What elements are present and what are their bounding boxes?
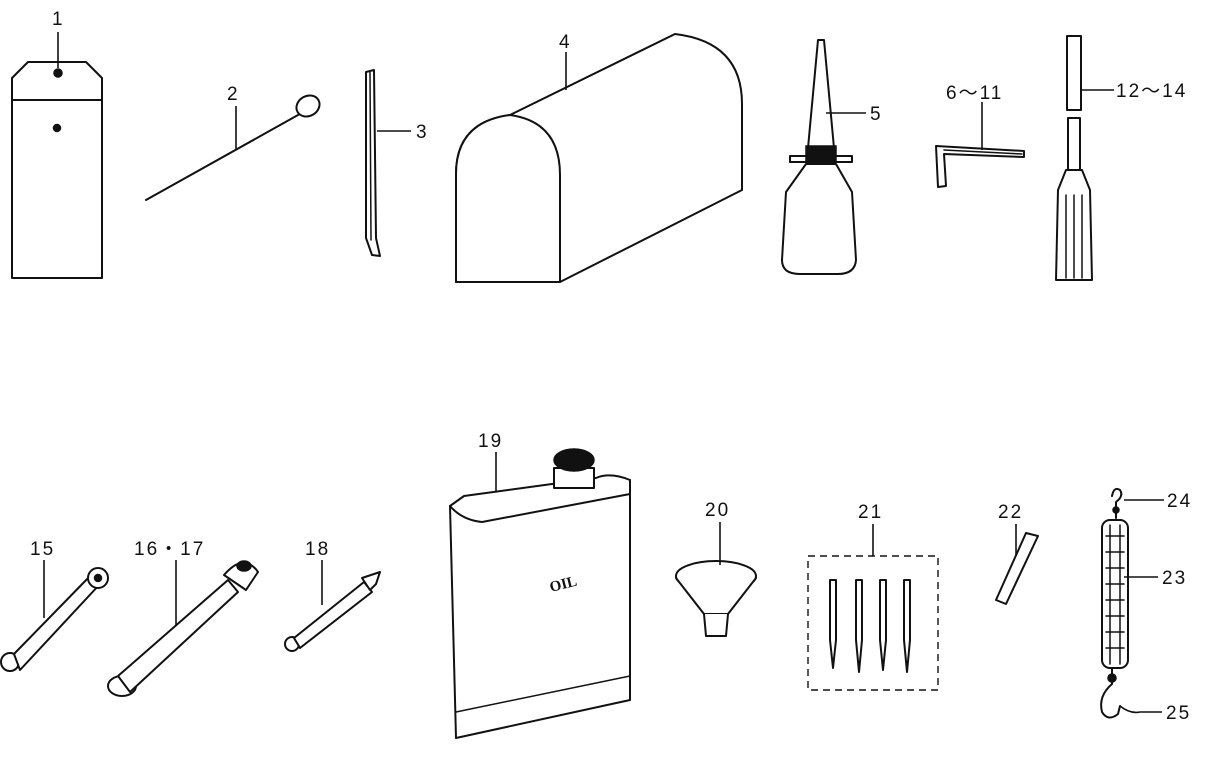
chain-part-23 (1101, 519, 1129, 669)
callout-1: 1 (52, 9, 65, 30)
callout-5: 5 (870, 104, 883, 125)
dust-cover-part-4 (455, 33, 743, 283)
callout-25: 25 (1166, 703, 1191, 724)
hook-part-24 (1111, 487, 1123, 519)
callout-6-11: 6～11 (946, 83, 1003, 104)
needle-1 (829, 579, 837, 669)
callout-19: 19 (478, 431, 503, 452)
leader-25 (1119, 705, 1162, 714)
tweezers-part-3 (365, 69, 381, 257)
callout-22: 22 (998, 502, 1023, 523)
hook-part-25 (1100, 667, 1121, 719)
hex-key-part-6-11 (935, 145, 1025, 188)
callout-24: 24 (1167, 491, 1192, 512)
screwdriver-part-12-14 (1055, 35, 1093, 281)
oil-can-part-19: OIL (449, 448, 631, 739)
wrench-part-18 (284, 571, 381, 652)
cleaning-rod-part-2 (145, 94, 321, 201)
needle-4 (903, 579, 911, 673)
callout-16-17: 16・17 (134, 539, 205, 560)
callout-18: 18 (305, 539, 330, 560)
callout-12-14: 12～14 (1116, 81, 1187, 102)
funnel-part-20 (675, 560, 757, 637)
callout-2: 2 (227, 84, 240, 105)
callout-21: 21 (858, 502, 883, 523)
oiler-part-5 (781, 39, 857, 275)
plate-part-22 (995, 532, 1039, 605)
wrench-part-15 (0, 567, 109, 672)
tool-bag-part-1 (11, 61, 103, 279)
callout-23: 23 (1162, 568, 1187, 589)
callout-3: 3 (416, 122, 429, 143)
callout-4: 4 (559, 32, 572, 53)
needles-part-21 (807, 555, 939, 691)
wrench-part-16-17 (107, 560, 259, 697)
callout-20: 20 (705, 500, 730, 521)
needle-3 (879, 579, 887, 671)
callout-15: 15 (30, 539, 55, 560)
needle-2 (855, 579, 863, 673)
can-label: OIL (548, 574, 579, 596)
